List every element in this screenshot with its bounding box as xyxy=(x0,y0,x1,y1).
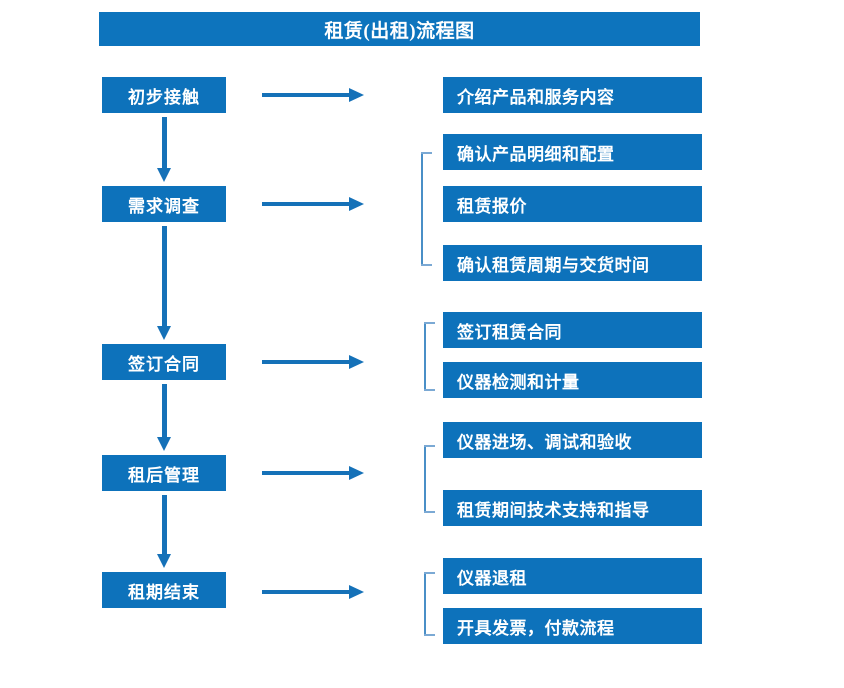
bracket-tick-bottom xyxy=(421,264,432,266)
detail-box-5[interactable]: 签订租赁合同 xyxy=(443,312,702,348)
detail-box-2[interactable]: 确认产品明细和配置 xyxy=(443,134,702,170)
detail-box-3[interactable]: 租赁报价 xyxy=(443,186,702,222)
horizontal-arrow-head xyxy=(349,585,364,599)
horizontal-arrow-shaft xyxy=(262,93,350,97)
stage-box-2[interactable]: 需求调查 xyxy=(102,186,226,222)
vertical-arrow-head xyxy=(157,326,171,340)
horizontal-arrow-3 xyxy=(262,355,364,369)
detail-box-9[interactable]: 仪器退租 xyxy=(443,558,702,594)
vertical-arrow-shaft xyxy=(162,226,167,327)
bracket-spine xyxy=(424,322,426,391)
page-title: 租赁(出租)流程图 xyxy=(99,12,700,46)
vertical-arrow-shaft xyxy=(162,495,167,555)
stage-box-4[interactable]: 租后管理 xyxy=(102,455,226,491)
vertical-arrow-2 xyxy=(157,226,171,340)
vertical-arrow-shaft xyxy=(162,117,167,169)
detail-box-8[interactable]: 租赁期间技术支持和指导 xyxy=(443,490,702,526)
bracket-tick-top xyxy=(424,445,435,447)
vertical-arrow-shaft xyxy=(162,384,167,438)
stage-box-5[interactable]: 租期结束 xyxy=(102,572,226,608)
stage-box-3[interactable]: 签订合同 xyxy=(102,344,226,380)
vertical-arrow-3 xyxy=(157,384,171,451)
horizontal-arrow-shaft xyxy=(262,471,350,475)
vertical-arrow-4 xyxy=(157,495,171,568)
group-bracket-4 xyxy=(424,572,435,636)
bracket-spine xyxy=(424,572,426,636)
bracket-spine xyxy=(421,152,423,266)
detail-box-4[interactable]: 确认租赁周期与交货时间 xyxy=(443,245,702,281)
horizontal-arrow-5 xyxy=(262,585,364,599)
vertical-arrow-head xyxy=(157,437,171,451)
group-bracket-1 xyxy=(421,152,432,266)
horizontal-arrow-1 xyxy=(262,88,364,102)
horizontal-arrow-head xyxy=(349,466,364,480)
detail-box-10[interactable]: 开具发票，付款流程 xyxy=(443,608,702,644)
bracket-spine xyxy=(424,445,426,513)
bracket-tick-bottom xyxy=(424,634,435,636)
detail-box-7[interactable]: 仪器进场、调试和验收 xyxy=(443,422,702,458)
horizontal-arrow-2 xyxy=(262,197,364,211)
vertical-arrow-head xyxy=(157,554,171,568)
group-bracket-2 xyxy=(424,322,435,391)
group-bracket-3 xyxy=(424,445,435,513)
vertical-arrow-1 xyxy=(157,117,171,182)
detail-box-1[interactable]: 介绍产品和服务内容 xyxy=(443,77,702,113)
horizontal-arrow-shaft xyxy=(262,590,350,594)
horizontal-arrow-shaft xyxy=(262,360,350,364)
stage-box-1[interactable]: 初步接触 xyxy=(102,77,226,113)
horizontal-arrow-4 xyxy=(262,466,364,480)
bracket-tick-top xyxy=(421,152,432,154)
bracket-tick-bottom xyxy=(424,511,435,513)
bracket-tick-bottom xyxy=(424,389,435,391)
horizontal-arrow-shaft xyxy=(262,202,350,206)
bracket-tick-top xyxy=(424,572,435,574)
vertical-arrow-head xyxy=(157,168,171,182)
horizontal-arrow-head xyxy=(349,355,364,369)
detail-box-6[interactable]: 仪器检测和计量 xyxy=(443,362,702,398)
bracket-tick-top xyxy=(424,322,435,324)
horizontal-arrow-head xyxy=(349,197,364,211)
horizontal-arrow-head xyxy=(349,88,364,102)
